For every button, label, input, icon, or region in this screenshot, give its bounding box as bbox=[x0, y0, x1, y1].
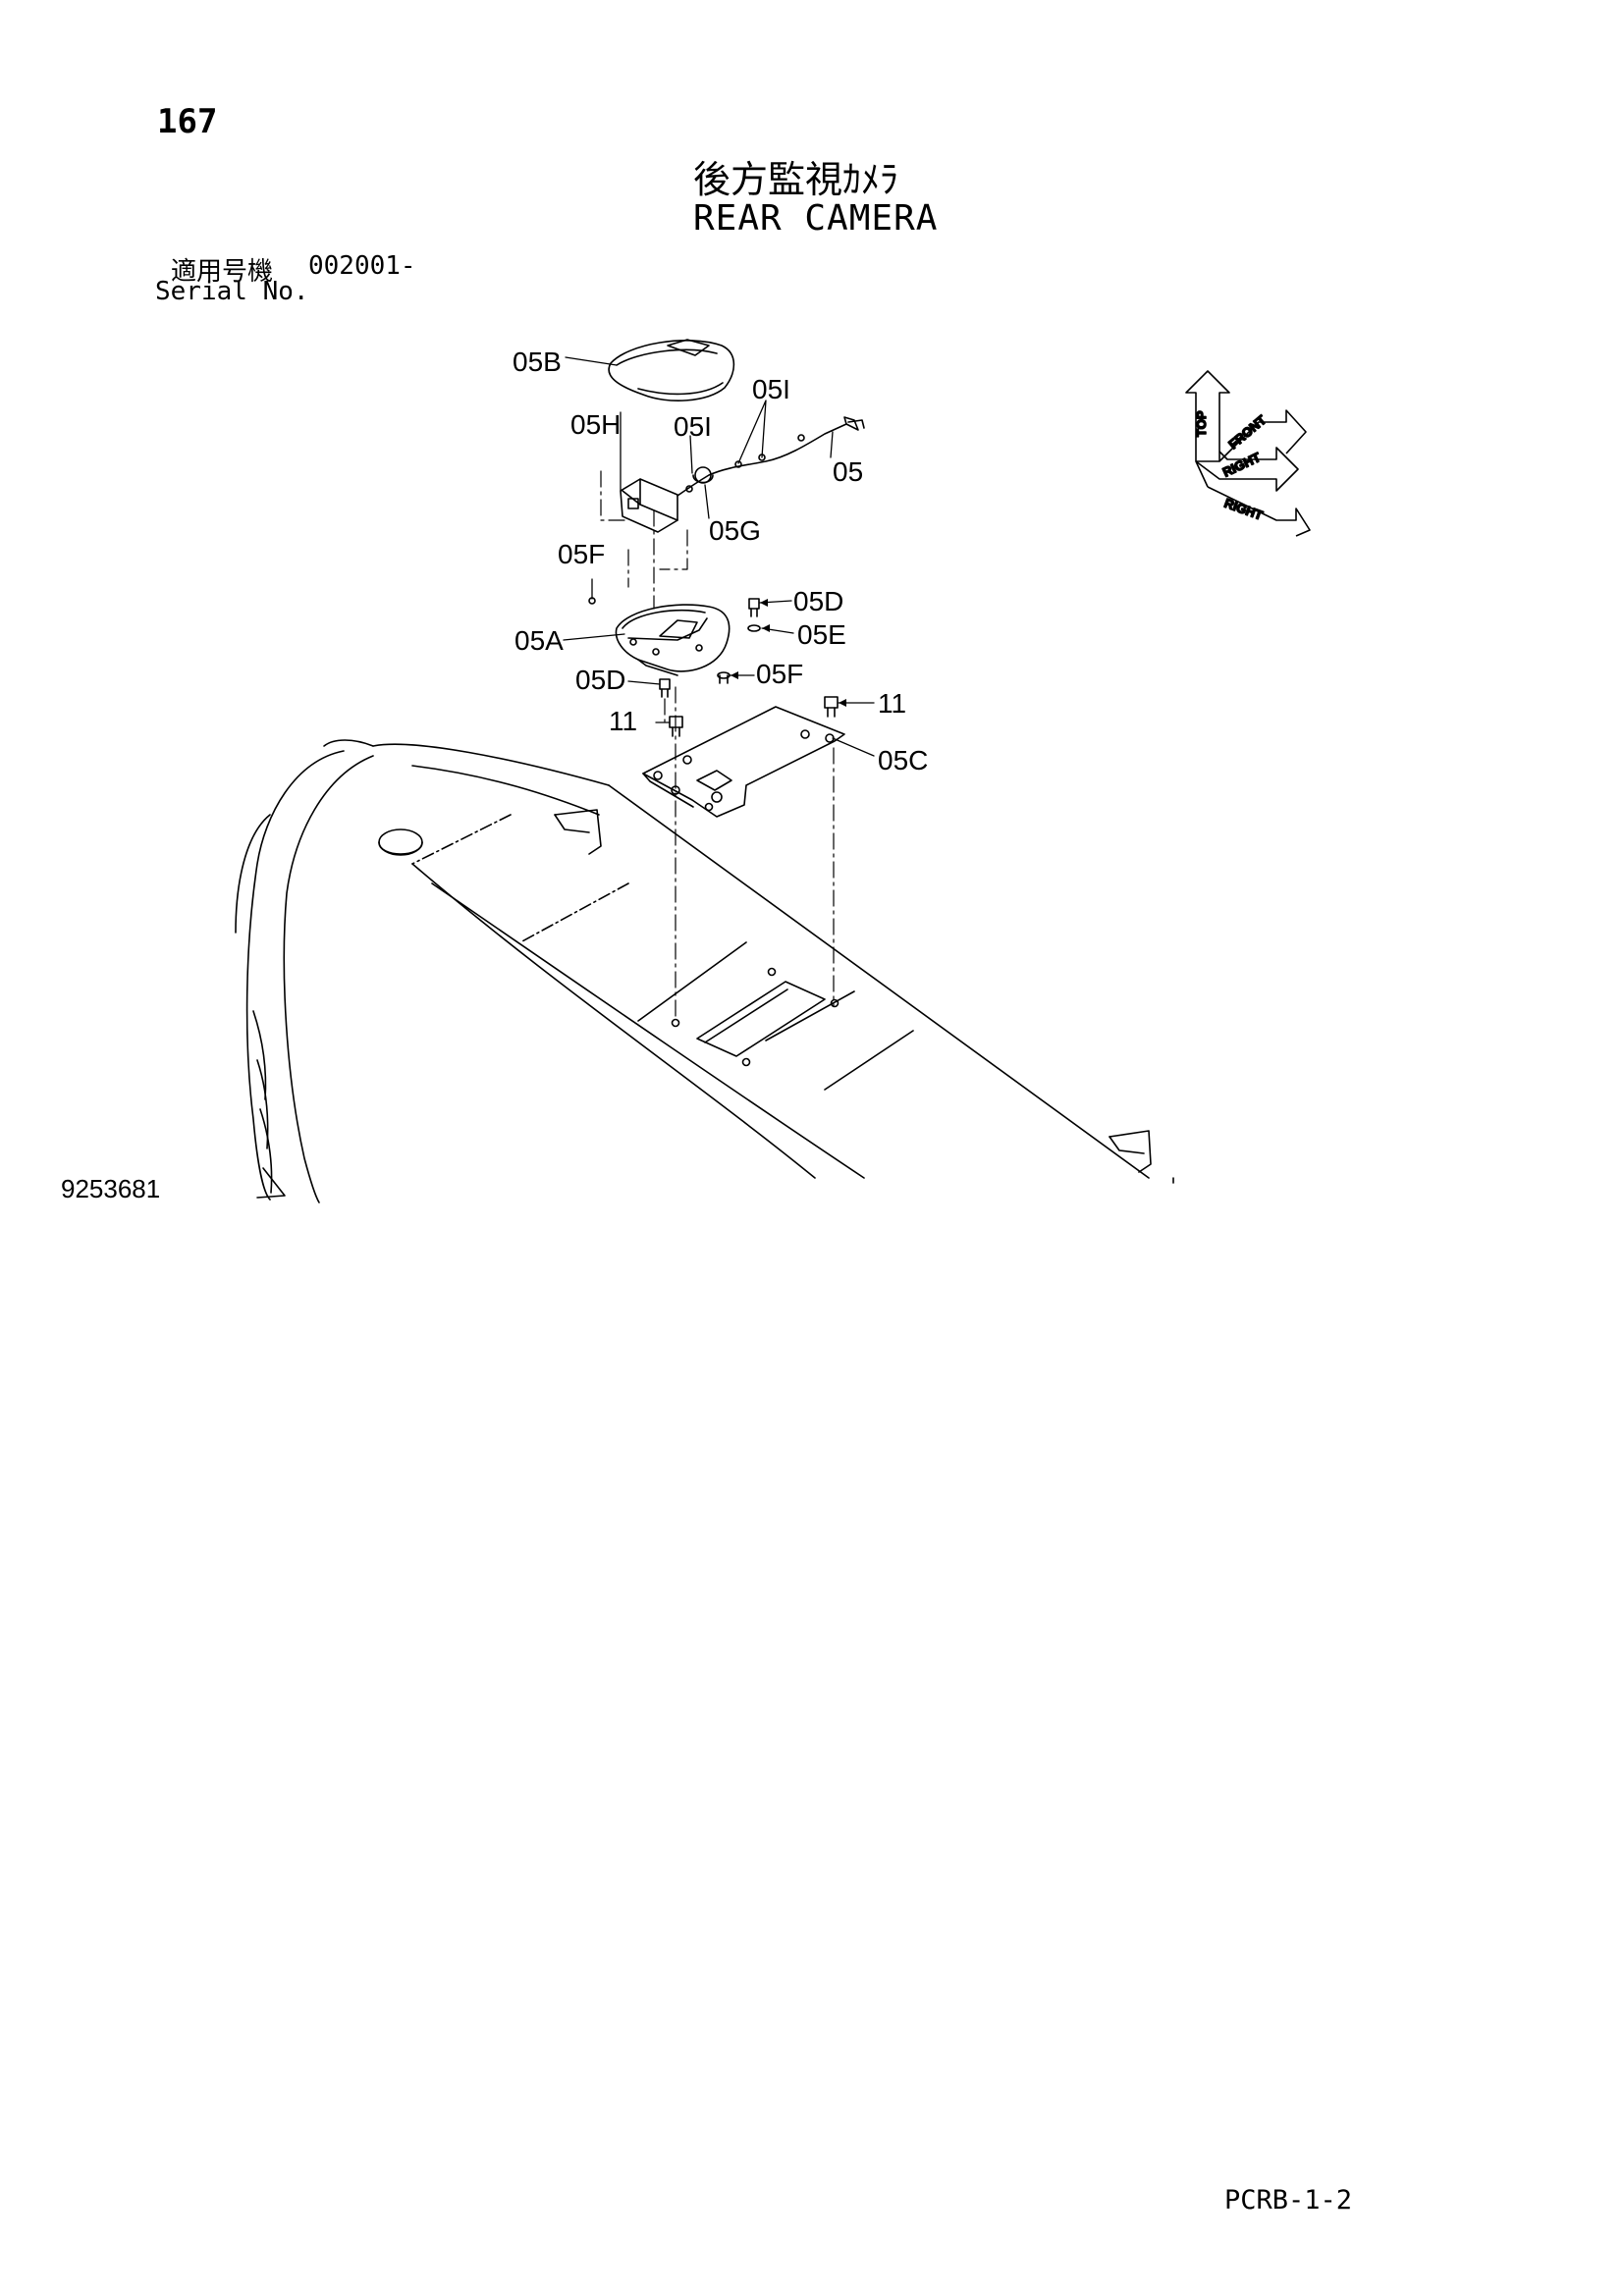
title-japanese: 後方監視ｶﾒﾗ bbox=[693, 158, 899, 201]
callout-05G: 05G bbox=[709, 515, 761, 546]
orient-label-right-2: RIGHT bbox=[1222, 496, 1265, 523]
callout-05F-b: 05F bbox=[756, 659, 803, 689]
callout-05D-b: 05D bbox=[575, 665, 625, 695]
callout-11-b: 11 bbox=[878, 688, 906, 719]
callout-05D-a: 05D bbox=[793, 586, 843, 616]
title-english: REAR CAMERA bbox=[693, 198, 939, 239]
washer-05E bbox=[747, 624, 761, 632]
bolt-11-right bbox=[824, 696, 839, 718]
machine-cover-outline bbox=[235, 739, 1174, 1203]
orientation-indicator: TOP FRONT RIGHT RIGHT bbox=[1185, 370, 1311, 537]
orient-label-top: TOP bbox=[1194, 410, 1209, 437]
screw-05D-upper bbox=[748, 598, 760, 617]
serial-label-japanese: 適用号機 bbox=[171, 257, 274, 287]
callout-05B: 05B bbox=[513, 347, 562, 377]
wire-harness-05 bbox=[677, 416, 865, 497]
camera-cover-05B bbox=[608, 339, 735, 401]
callout-05E: 05E bbox=[797, 619, 846, 650]
drawing-number: 9253681 bbox=[61, 1174, 161, 1203]
callout-05C: 05C bbox=[878, 745, 928, 775]
mounting-plate-05C bbox=[642, 706, 845, 818]
exploded-parts-diagram: TOP FRONT RIGHT RIGHT 05B 05H 05I 05I 05… bbox=[235, 339, 1311, 1203]
assembly-center-lines bbox=[600, 470, 835, 1022]
serial-label-english: Serial No. bbox=[155, 277, 309, 306]
serial-value: 002001- bbox=[308, 251, 416, 281]
orient-label-front: FRONT bbox=[1225, 412, 1269, 452]
page-code: PCRB-1-2 bbox=[1224, 2185, 1353, 2216]
page-number: 167 bbox=[157, 102, 218, 141]
screw-05D-lower bbox=[659, 678, 671, 698]
callout-05: 05 bbox=[833, 456, 863, 487]
callout-05A: 05A bbox=[514, 625, 564, 656]
callout-05F-a: 05F bbox=[558, 539, 605, 569]
screw-05F-lower bbox=[717, 671, 731, 684]
callout-11-a: 11 bbox=[609, 706, 637, 736]
callout-05I-b: 05I bbox=[752, 374, 790, 404]
callout-05I-a: 05I bbox=[674, 411, 712, 442]
callout-05H: 05H bbox=[570, 409, 621, 440]
callout-labels: 05B 05H 05I 05I 05 05G 05F 05D 05E 05A 0… bbox=[513, 347, 928, 775]
camera-unit-05H bbox=[620, 478, 678, 533]
leader-arrowheads bbox=[731, 599, 846, 707]
camera-bracket-05A bbox=[615, 604, 731, 676]
